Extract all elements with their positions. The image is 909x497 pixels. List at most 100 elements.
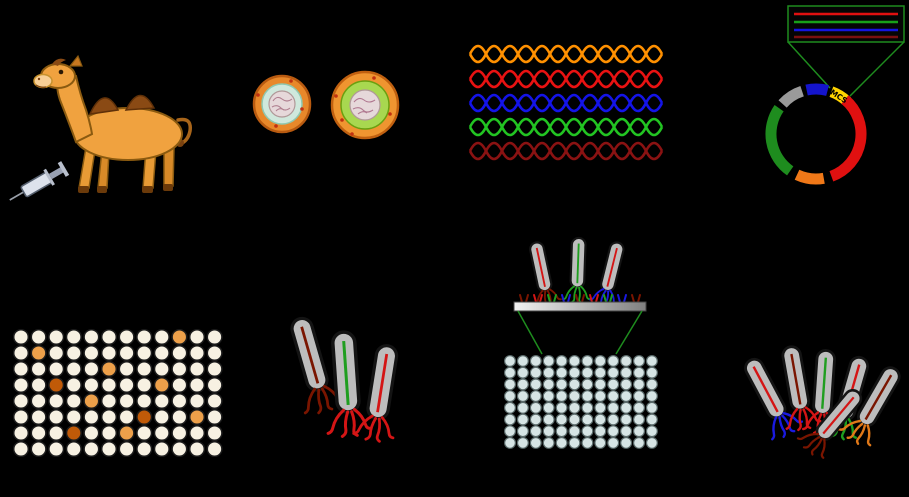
camel-ear: [68, 54, 83, 67]
antigen: [561, 294, 565, 303]
well: [100, 376, 118, 394]
well: [620, 354, 633, 368]
well: [188, 440, 206, 458]
well: [633, 378, 646, 391]
positive-well: [65, 424, 82, 442]
well: [568, 436, 581, 449]
well: [607, 354, 620, 368]
well: [12, 360, 30, 378]
antigen: [595, 294, 599, 303]
antigen: [603, 294, 607, 303]
camel-eye: [58, 69, 64, 75]
well: [153, 424, 170, 442]
well: [633, 366, 646, 379]
microplate: [12, 328, 223, 458]
positive-well: [118, 424, 135, 442]
well: [83, 328, 100, 346]
well: [12, 376, 30, 394]
well: [594, 378, 607, 391]
well: [620, 401, 633, 414]
cell: [330, 70, 400, 140]
well: [65, 344, 82, 362]
well: [581, 401, 594, 414]
well: [607, 413, 620, 426]
well: [633, 413, 646, 426]
well: [542, 425, 555, 438]
well: [503, 401, 517, 414]
well: [118, 392, 135, 410]
well: [206, 360, 223, 378]
antigen: [575, 294, 579, 303]
plasmid-segment-orange: [794, 169, 825, 185]
positive-well: [188, 408, 206, 426]
well: [136, 344, 153, 362]
well: [206, 344, 223, 362]
well: [645, 413, 658, 426]
well: [100, 424, 118, 442]
well: [83, 360, 100, 378]
well: [118, 376, 135, 394]
well: [645, 366, 658, 379]
well: [529, 436, 542, 449]
nucleus: [349, 89, 381, 121]
well: [171, 440, 188, 458]
positive-well: [48, 376, 65, 394]
well: [529, 425, 542, 438]
phage-particle: [561, 236, 594, 304]
well: [48, 360, 65, 378]
well: [153, 392, 170, 410]
well: [171, 344, 188, 362]
well: [542, 436, 555, 449]
elisa-plate-panel: [12, 328, 227, 460]
well: [555, 366, 568, 379]
well: [118, 440, 135, 458]
well: [542, 354, 555, 368]
helix-strand: [468, 93, 664, 113]
camel-immunization-panel: [6, 42, 218, 201]
well: [568, 401, 581, 414]
well: [136, 328, 153, 346]
plasmid-segment-green: [765, 105, 794, 176]
well: [171, 408, 188, 426]
well: [136, 376, 153, 394]
well: [100, 392, 118, 410]
well: [568, 413, 581, 426]
well: [516, 436, 529, 449]
well: [118, 360, 135, 378]
well: [516, 378, 529, 391]
well: [529, 413, 542, 426]
well: [65, 392, 82, 410]
well: [529, 378, 542, 391]
antigen: [623, 294, 627, 303]
well: [48, 424, 65, 442]
well: [206, 376, 223, 394]
well: [594, 354, 607, 368]
lymphocyte-cells-panel: [232, 52, 417, 157]
well: [30, 424, 47, 442]
well: [607, 390, 620, 403]
well: [153, 440, 170, 458]
funnel-line: [517, 310, 543, 355]
well: [620, 378, 633, 391]
well: [100, 344, 118, 362]
well: [555, 378, 568, 391]
well: [153, 360, 170, 378]
well: [12, 424, 30, 442]
well: [100, 440, 118, 458]
antigen: [609, 294, 613, 303]
well: [48, 328, 65, 346]
well: [503, 436, 517, 449]
well: [153, 408, 170, 426]
well: [529, 401, 542, 414]
antigen: [617, 294, 621, 303]
well: [568, 354, 581, 368]
well: [65, 376, 82, 394]
antigen: [525, 294, 529, 303]
well: [30, 392, 47, 410]
well: [65, 440, 82, 458]
well: [516, 354, 529, 368]
well: [581, 425, 594, 438]
well: [620, 390, 633, 403]
well: [542, 401, 555, 414]
